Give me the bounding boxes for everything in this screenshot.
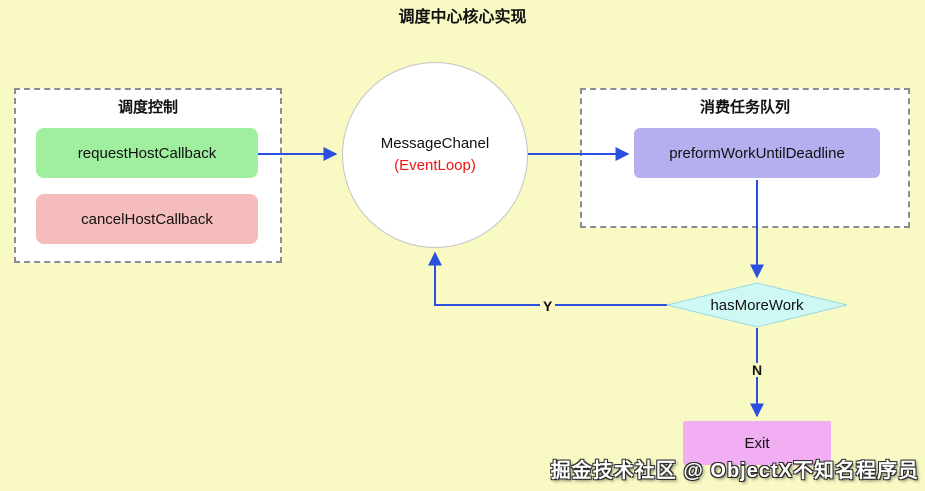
node-cancel-host-callback: cancelHostCallback [36, 194, 258, 244]
node-exit: Exit [683, 421, 831, 465]
node-message-channel: MessageChanel (EventLoop) [342, 62, 528, 248]
group-task-queue-label: 消费任务队列 [699, 99, 790, 116]
message-channel-subtitle: (EventLoop) [394, 157, 476, 174]
edge-label-yes: Y [540, 299, 556, 313]
edge-label-no: N [749, 363, 766, 377]
message-channel-title: MessageChanel [380, 135, 490, 153]
group-scheduling-control-label: 调度控制 [117, 99, 178, 116]
decision-has-more-work: hasMoreWork [710, 296, 804, 314]
node-preform-work-until-deadline: preformWorkUntilDeadline [634, 128, 880, 178]
node-request-host-callback: requestHostCallback [36, 128, 258, 178]
watermark: 掘金技术社区 @ ObjectX不知名程序员 [550, 460, 919, 482]
diagram-title: 调度中心核心实现 [398, 9, 527, 26]
